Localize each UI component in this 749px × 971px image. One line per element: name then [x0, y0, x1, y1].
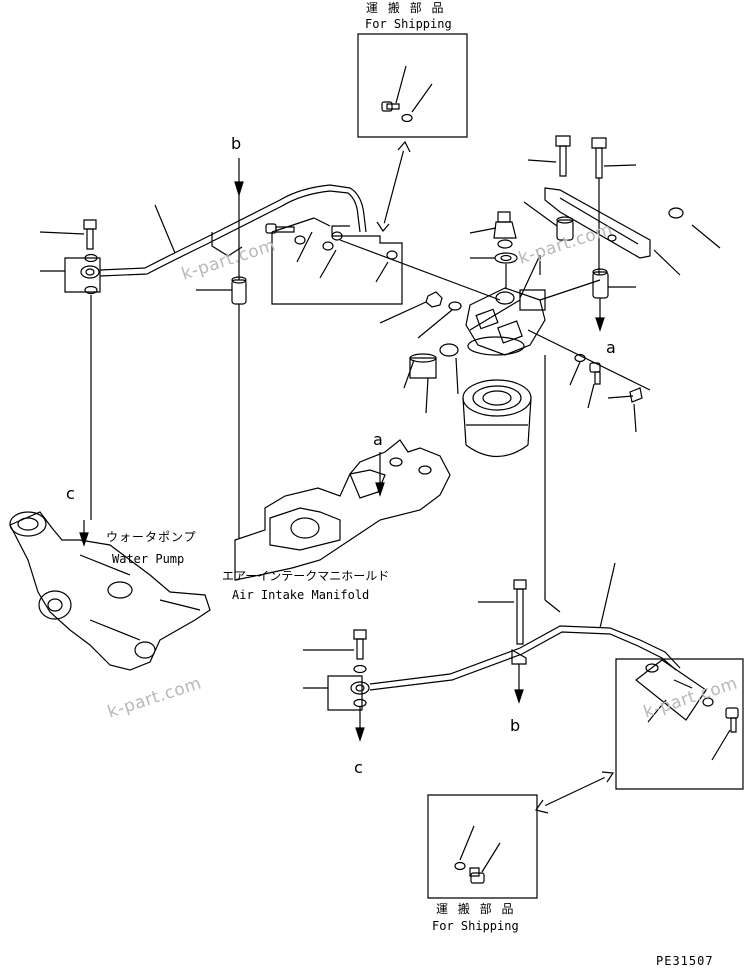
manifold-label-en: Air Intake Manifold	[232, 588, 370, 602]
fuel-filter-head	[466, 288, 545, 355]
shipping-label-jp-top: 運 搬 部 品	[366, 1, 447, 15]
double-arrow-top	[377, 142, 410, 231]
filter-cartridge	[463, 380, 531, 457]
inset-box-upper	[266, 218, 500, 304]
marker-b-bottom: b	[510, 716, 521, 735]
shipping-label-en-top: For Shipping	[365, 17, 452, 31]
upper-left-banjo	[40, 220, 100, 520]
shipping-box-top	[358, 34, 467, 137]
shipping-box-bottom	[428, 795, 537, 898]
filter-side-bolts	[570, 355, 642, 433]
marker-c-bottom: c	[354, 758, 363, 777]
filter-left-parts	[380, 292, 461, 413]
lower-left-banjo	[303, 630, 369, 740]
bracket-bolts	[524, 136, 636, 330]
shipping-label-jp-bottom: 運 搬 部 品	[436, 902, 517, 916]
inset-box-lower	[616, 659, 743, 789]
shipping-label-en-bottom: For Shipping	[432, 919, 519, 933]
water-pump-label-en: Water Pump	[112, 552, 185, 566]
arrow-b-top	[235, 158, 243, 538]
bleeder-plug	[470, 212, 517, 288]
double-arrow-bottom	[536, 772, 613, 813]
upper-fuel-pipe	[100, 185, 366, 276]
water-pump	[10, 512, 210, 670]
air-intake-manifold	[235, 440, 450, 580]
lower-centre-bolt	[478, 580, 526, 702]
manifold-label-jp: エアーインテークマニホールド	[222, 569, 390, 583]
water-pump-label-jp: ウォータポンプ	[106, 530, 197, 544]
drawing-number: PE31507	[656, 954, 714, 968]
marker-b-top: b	[231, 134, 242, 153]
marker-c-pump: c	[66, 484, 75, 503]
marker-a-right: a	[606, 338, 616, 357]
filter-leader-lines	[520, 255, 650, 612]
marker-a-manifold: a	[373, 430, 383, 449]
lower-fuel-pipe	[370, 563, 680, 690]
